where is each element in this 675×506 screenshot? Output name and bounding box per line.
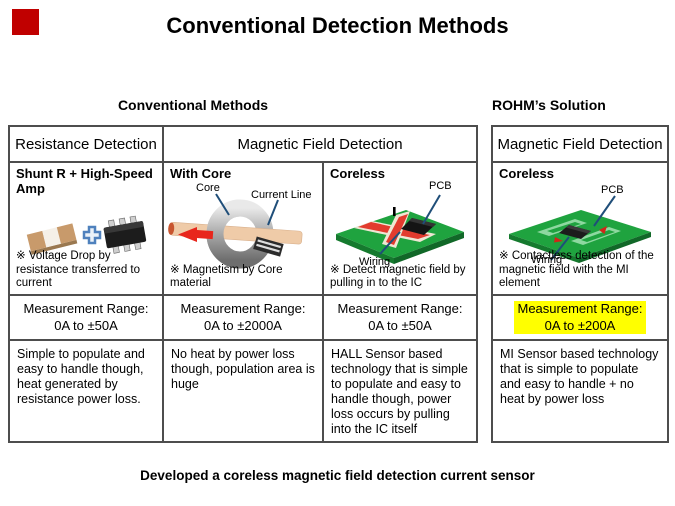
mi-sensor-chip bbox=[559, 225, 591, 239]
highlighted-measurement-range: Measurement Range: 0A to ±200A bbox=[514, 300, 646, 335]
rohm-description-cell: MI Sensor based technology that is simpl… bbox=[500, 347, 659, 406]
method-cell-coreless: Coreless bbox=[324, 163, 476, 296]
range-label: Measurement Range: bbox=[180, 300, 306, 316]
rohm-range-cell: Measurement Range: 0A to ±200A bbox=[493, 296, 667, 341]
rohm-solution-table: Magnetic Field Detection Coreless bbox=[491, 125, 669, 443]
wiring-callout-line bbox=[550, 236, 570, 261]
method-cell-shunt: Shunt R + High-Speed Amp bbox=[10, 163, 164, 296]
wiring-callout-label: Wiring bbox=[359, 256, 391, 268]
core-ring-front bbox=[206, 199, 241, 269]
range-value: 0A to ±50A bbox=[368, 317, 432, 333]
rohm-pcb-illustration bbox=[509, 195, 651, 263]
method-title-coreless: Coreless bbox=[330, 166, 385, 181]
with-core-figure: Core Current Line bbox=[166, 182, 320, 278]
rohm-method-title-coreless: Coreless bbox=[499, 166, 554, 181]
core-callout-label: Core bbox=[196, 182, 220, 194]
description-cell-coreless: HALL Sensor based technology that is sim… bbox=[331, 347, 468, 436]
current-line-bar bbox=[168, 222, 303, 245]
current-line-callout-label: Current Line bbox=[251, 189, 312, 201]
rohm-method-cell-coreless: Coreless bbox=[493, 163, 667, 296]
conventional-methods-heading: Conventional Methods bbox=[117, 97, 269, 113]
range-cell-shunt: Measurement Range: 0A to ±50A bbox=[10, 296, 164, 341]
wiring-callout-label: Wiring bbox=[531, 254, 563, 266]
description-cell-with-core: No heat by power loss though, population… bbox=[164, 341, 324, 441]
method-title-shunt: Shunt R + High-Speed Amp bbox=[16, 166, 153, 196]
method-title-with-core: With Core bbox=[170, 166, 232, 181]
note-detect-magnetic-field: ※ Detect magnetic field by pulling in to… bbox=[330, 263, 466, 289]
range-cell-with-core: Measurement Range: 0A to ±2000A bbox=[164, 296, 324, 341]
pcb-traces bbox=[537, 219, 621, 245]
shunt-resistor-chip bbox=[26, 223, 78, 255]
current-line-callout-line bbox=[267, 199, 279, 226]
note-contactless-detection: ※ Contactless detection of the magnetic … bbox=[499, 250, 654, 289]
shunt-resistor-figure bbox=[16, 205, 156, 265]
core-callout-line bbox=[215, 193, 230, 216]
connector-block bbox=[253, 236, 284, 257]
header-magnetic-field-detection: Magnetic Field Detection bbox=[164, 127, 476, 163]
plus-icon bbox=[82, 225, 102, 245]
header-resistance-detection: Resistance Detection bbox=[10, 127, 164, 163]
amplifier-ic-chip bbox=[103, 215, 147, 254]
range-value: 0A to ±200A bbox=[544, 317, 616, 333]
rohm-header-magnetic-field-detection: Magnetic Field Detection bbox=[493, 127, 667, 163]
pcb-callout-label: PCB bbox=[601, 184, 624, 196]
range-label: Measurement Range: bbox=[517, 300, 643, 316]
pcb-callout-line bbox=[593, 195, 616, 227]
page-title: Conventional Detection Methods bbox=[166, 13, 509, 38]
current-arrow bbox=[178, 227, 214, 242]
current-i-mark bbox=[393, 207, 396, 216]
range-label: Measurement Range: bbox=[337, 300, 463, 316]
note-voltage-drop: ※ Voltage Drop by resistance transferred… bbox=[16, 250, 141, 289]
pcb-callout-label: PCB bbox=[429, 180, 452, 192]
footer-caption: Developed a coreless magnetic field dete… bbox=[140, 468, 535, 483]
current-arrow-left bbox=[554, 237, 563, 243]
note-magnetism-core: ※ Magnetism by Core material bbox=[170, 263, 283, 289]
rohms-solution-heading: ROHM’s Solution bbox=[492, 97, 606, 113]
shunt-plus-ic-illustration bbox=[26, 215, 147, 255]
pcb-callout-line bbox=[422, 194, 441, 225]
conventional-methods-table: Resistance Detection Magnetic Field Dete… bbox=[8, 125, 478, 443]
wiring-callout-line bbox=[379, 231, 401, 255]
pcb-wiring bbox=[354, 211, 436, 248]
description-cell-shunt: Simple to populate and easy to handle th… bbox=[10, 341, 164, 441]
range-cell-coreless: Measurement Range: 0A to ±50A bbox=[324, 296, 476, 341]
range-value: 0A to ±50A bbox=[54, 317, 118, 333]
core-toroid-illustration bbox=[168, 193, 303, 269]
method-cell-with-core: With Core bbox=[164, 163, 324, 296]
coreless-pcb-figure: PCB Wiring bbox=[326, 180, 474, 272]
range-value: 0A to ±2000A bbox=[204, 317, 282, 333]
rohm-pcb-figure: PCB Wiring bbox=[495, 182, 667, 270]
rohm-red-square-logo bbox=[12, 9, 39, 35]
current-arrow-right bbox=[599, 226, 607, 234]
coreless-pcb-illustration bbox=[336, 194, 464, 264]
range-label: Measurement Range: bbox=[23, 300, 149, 316]
